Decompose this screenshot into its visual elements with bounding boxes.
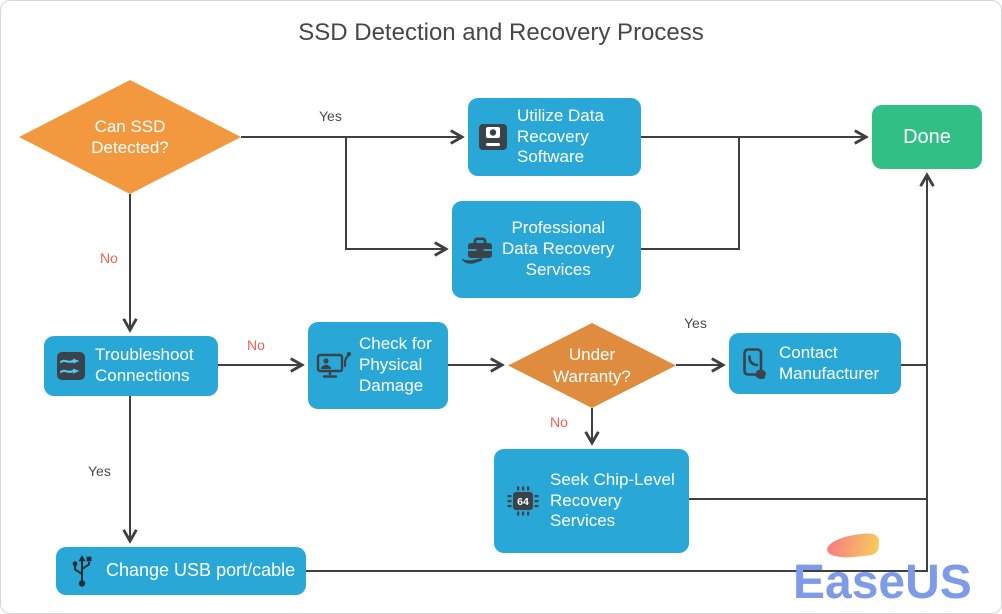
edge-label-warranty-yes: Yes bbox=[684, 315, 707, 331]
decision-label: Can SSD Detected? bbox=[91, 116, 169, 157]
edge-label-troubleshoot-no: No bbox=[247, 337, 265, 353]
easeus-logo: EaseUS bbox=[793, 532, 993, 609]
chip-64-label: 64 bbox=[517, 496, 529, 508]
node-contact-manufacturer: Contact Manufacturer bbox=[729, 333, 901, 394]
node-professional-data-recovery-services: Professional Data Recovery Services bbox=[452, 201, 641, 298]
usb-icon bbox=[70, 554, 94, 588]
node-troubleshoot-connections: Troubleshoot Connections bbox=[44, 336, 218, 396]
node-label: Contact Manufacturer bbox=[779, 342, 880, 383]
decision-label: Under Warranty? bbox=[553, 345, 631, 386]
cables-icon bbox=[56, 351, 86, 381]
node-label: Done bbox=[903, 125, 951, 148]
edge-professional-join bbox=[641, 138, 740, 250]
edge-usb-to-done bbox=[306, 175, 927, 572]
edge-branch-to-professional bbox=[345, 137, 446, 249]
edge-label-troubleshoot-yes: Yes bbox=[88, 463, 111, 479]
save-disk-icon bbox=[478, 122, 508, 152]
node-utilize-data-recovery-software: Utilize Data Recovery Software bbox=[468, 98, 641, 176]
page-title: SSD Detection and Recovery Process bbox=[298, 19, 704, 46]
node-seek-chip-level-recovery: 64 Seek Chip-Level Recovery Services bbox=[494, 449, 689, 553]
node-done: Done bbox=[872, 105, 982, 169]
logo-wordmark: EaseUS bbox=[793, 556, 972, 609]
node-change-usb-port-cable: Change USB port/cable bbox=[56, 547, 306, 595]
node-label: Seek Chip-Level Recovery Services bbox=[550, 469, 675, 531]
monitor-diagnose-icon bbox=[316, 350, 352, 382]
node-label: Utilize Data Recovery Software bbox=[517, 105, 604, 167]
phone-contact-icon bbox=[741, 347, 769, 381]
edge-label-detected-no: No bbox=[100, 250, 118, 266]
edge-label-warranty-no: No bbox=[550, 414, 568, 430]
briefcase-hand-icon bbox=[460, 232, 496, 268]
node-label: Professional Data Recovery Services bbox=[502, 218, 615, 279]
edge-label-detected-yes: Yes bbox=[319, 108, 342, 124]
node-label: Check for Physical Damage bbox=[359, 334, 432, 395]
node-check-physical-damage: Check for Physical Damage bbox=[308, 322, 448, 409]
chip-64-icon: 64 bbox=[504, 482, 542, 520]
node-label: Troubleshoot Connections bbox=[95, 345, 194, 385]
node-label: Change USB port/cable bbox=[106, 560, 296, 581]
